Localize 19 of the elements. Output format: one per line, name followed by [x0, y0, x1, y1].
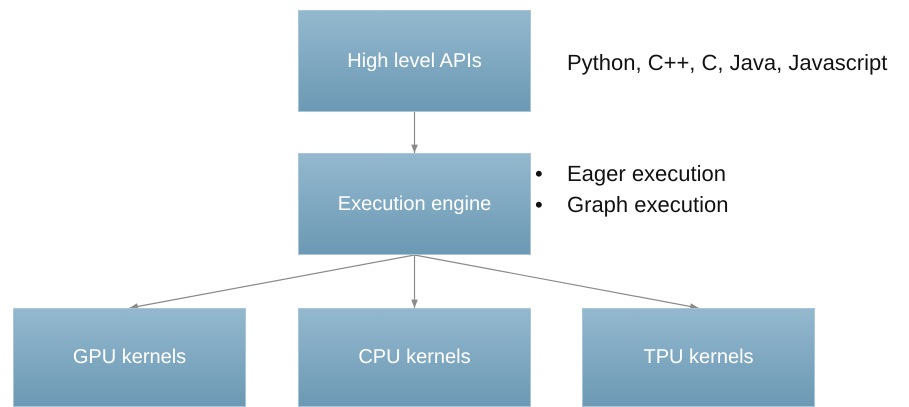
box-label: TPU kernels — [643, 346, 754, 369]
process-box — [298, 308, 531, 407]
box-label: GPU kernels — [72, 346, 186, 369]
arrow — [414, 254, 699, 310]
bullet-mark: • — [535, 160, 543, 188]
bullet-mark: • — [535, 191, 543, 219]
bullet-item: Eager execution — [567, 160, 726, 188]
note-text: Python, C++, C, Java, Javascript — [567, 50, 888, 76]
box-label: High level APIs — [347, 50, 482, 72]
arrow — [129, 254, 415, 310]
process-box — [298, 10, 531, 112]
arrow — [411, 255, 418, 308]
box-label: CPU kernels — [358, 346, 471, 369]
process-box — [13, 308, 246, 407]
bullet-item: Graph execution — [567, 191, 728, 219]
process-box — [298, 153, 531, 255]
process-box — [582, 308, 815, 407]
box-label: Execution engine — [338, 192, 492, 216]
arrow — [411, 112, 418, 153]
